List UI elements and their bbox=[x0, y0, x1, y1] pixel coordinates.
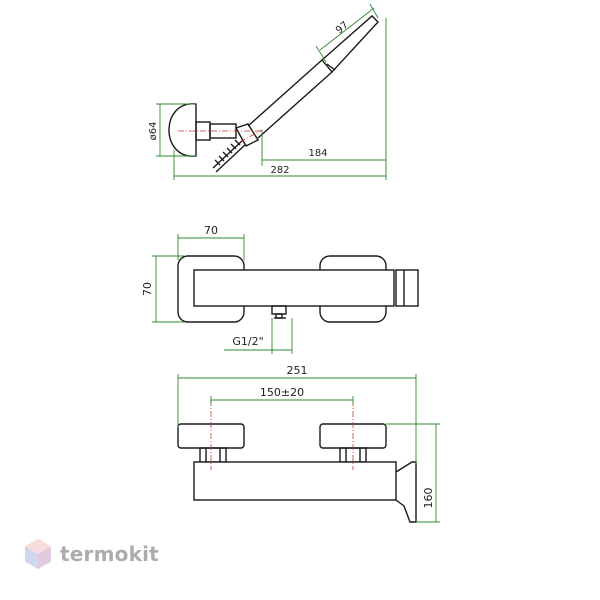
brand-logo-icon bbox=[25, 539, 51, 569]
dim-handle-length: 97 bbox=[334, 20, 351, 37]
mixer-body bbox=[193, 269, 395, 307]
dim-center-distance: 150±20 bbox=[260, 386, 304, 399]
plan-view: 70 70 G1/2" bbox=[141, 224, 419, 354]
left-connection bbox=[199, 447, 227, 463]
front-view: 251 150±20 160 bbox=[177, 364, 440, 523]
dim-shower-diameter: ø64 bbox=[148, 122, 159, 141]
brand-watermark: termokit bbox=[24, 538, 159, 570]
centerline-handle bbox=[239, 129, 263, 143]
side-outlet bbox=[395, 461, 417, 523]
bottom-outlet bbox=[271, 305, 287, 315]
wall-holder bbox=[168, 103, 197, 157]
handle-shaft bbox=[247, 59, 333, 139]
dim-height: 160 bbox=[422, 488, 435, 509]
dim-plan-width: 70 bbox=[204, 224, 218, 237]
dim-arm-reach: 184 bbox=[308, 148, 327, 159]
brand-name: termokit bbox=[60, 542, 159, 566]
dim-total-length: 282 bbox=[270, 165, 289, 176]
dim-thread: G1/2" bbox=[232, 335, 263, 348]
dim-plan-height: 70 bbox=[141, 282, 154, 296]
front-mixer-body bbox=[193, 461, 397, 501]
outlet-nozzle bbox=[395, 269, 419, 307]
shower-head-view: ø64 97 184 282 bbox=[148, 3, 387, 180]
handle-elbow bbox=[234, 123, 260, 147]
handle-head bbox=[321, 15, 379, 74]
hose-spiral bbox=[212, 139, 247, 173]
dim-overall-width: 251 bbox=[287, 364, 308, 377]
